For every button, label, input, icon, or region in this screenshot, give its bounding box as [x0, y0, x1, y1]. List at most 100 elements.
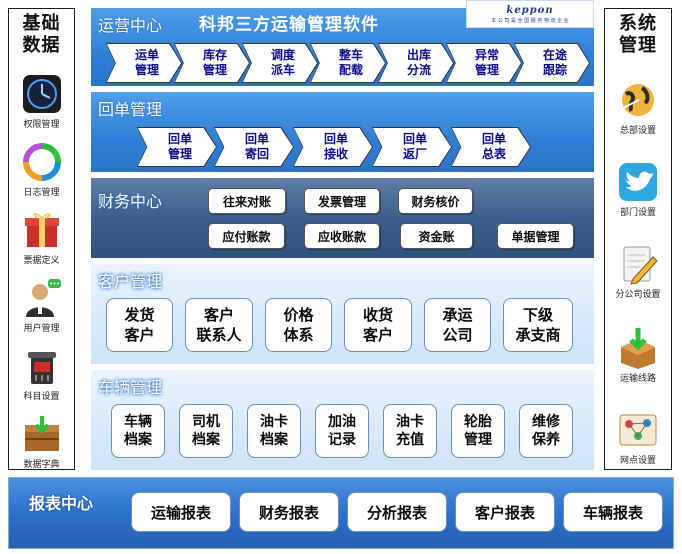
- finance-invoice-button[interactable]: 发票管理: [304, 188, 380, 214]
- ops-full-load-label: 整车配载: [311, 44, 385, 82]
- refuel-record-button[interactable]: 加油记录: [315, 404, 369, 458]
- logo-text: keppon: [506, 5, 554, 16]
- ops-waybill-management[interactable]: 运单管理: [106, 43, 182, 83]
- receipt-manage-label: 回单管理: [138, 128, 216, 166]
- document-pencil-icon: [617, 243, 659, 285]
- finance-documents-button[interactable]: 单据管理: [497, 223, 574, 249]
- customer-report-button[interactable]: 客户报表: [455, 492, 555, 532]
- refuel-record-line1: 加油: [328, 414, 356, 430]
- receipt-management-title: 回单管理: [98, 100, 163, 119]
- ops-dispatch[interactable]: 调度派车: [242, 43, 318, 83]
- customer-shipper-button[interactable]: 发货客户: [106, 298, 173, 352]
- basic-data-title-line1: 基础: [22, 13, 61, 34]
- customer-contact-button[interactable]: 客户联系人: [185, 298, 253, 352]
- sidebar-item-department[interactable]: 部门设置: [605, 161, 671, 218]
- ops-in-transit-line1: 在途: [542, 48, 567, 62]
- receipt-summary-line2: 总表: [481, 147, 506, 161]
- ops-inventory-line2: 管理: [202, 63, 227, 77]
- sidebar-item-subject[interactable]: 科目设置: [9, 345, 74, 402]
- tire-management-line2: 管理: [464, 432, 492, 448]
- system-management-title-line2: 管理: [619, 35, 657, 56]
- sidebar-item-branch[interactable]: 分公司设置: [605, 243, 671, 300]
- receipt-summary[interactable]: 回单总表: [451, 127, 531, 167]
- customer-pricing-button[interactable]: 价格体系: [265, 298, 332, 352]
- ops-outbound-line2: 分流: [406, 63, 431, 77]
- ops-dispatch-label: 调度派车: [243, 44, 317, 82]
- customer-subcontractor-line1: 下级: [522, 306, 553, 324]
- transport-report-button[interactable]: 运输报表: [131, 492, 231, 532]
- receipt-return-factory-line1: 回单: [402, 132, 427, 146]
- sidebar-item-headquarters[interactable]: 总部设置: [605, 79, 671, 136]
- ops-outbound-label: 出库分流: [379, 44, 453, 82]
- ops-outbound[interactable]: 出库分流: [378, 43, 454, 83]
- vehicle-report-button[interactable]: 车辆报表: [563, 492, 663, 532]
- sidebar-item-user[interactable]: 用户管理: [9, 277, 74, 334]
- finance-reconciliation-button[interactable]: 往来对账: [208, 188, 286, 214]
- ops-inventory-management[interactable]: 库存管理: [174, 43, 250, 83]
- customer-carrier-button[interactable]: 承运公司: [424, 298, 491, 352]
- sidebar-item-permission[interactable]: 权限管理: [9, 73, 74, 130]
- finance-payables-button[interactable]: 应付账款: [208, 223, 285, 249]
- sidebar-label-ticket: 票据定义: [23, 256, 60, 266]
- receipt-receive-label: 回单接收: [294, 128, 372, 166]
- keppon-logo: keppon 本 公 司 是 全 国 服 务 物 流 企 业: [466, 0, 594, 28]
- customer-subcontractor-line2: 承支商: [515, 326, 561, 344]
- box-arrow-icon: [617, 327, 659, 369]
- gift-box-icon: [21, 209, 63, 251]
- fuel-card-archive-button[interactable]: 油卡档案: [247, 404, 301, 458]
- ops-exception-line2: 管理: [474, 63, 499, 77]
- receipt-receive-line2: 接收: [323, 147, 348, 161]
- sidebar-label-user: 用户管理: [23, 324, 60, 334]
- customer-consignee-line1: 收货: [362, 306, 393, 324]
- vehicle-archive-button[interactable]: 车辆档案: [111, 404, 165, 458]
- tire-management-line1: 轮胎: [464, 414, 492, 430]
- report-center-title: 报表中心: [29, 494, 94, 513]
- sidebar-item-ticket[interactable]: 票据定义: [9, 209, 74, 266]
- ops-full-load[interactable]: 整车配载: [310, 43, 386, 83]
- sidebar-item-dictionary[interactable]: 数据字典: [9, 413, 74, 470]
- app-title: 科邦三方运输管理软件: [199, 15, 379, 35]
- tire-management-button[interactable]: 轮胎管理: [451, 404, 505, 458]
- maintenance-button[interactable]: 维修保养: [519, 404, 573, 458]
- receipt-summary-line1: 回单: [481, 132, 506, 146]
- customer-pricing-line1: 价格: [283, 306, 314, 324]
- basic-data-sidebar: 基础 数据 权限管理 日志管理 票据定义 用户管理 科目设置: [8, 8, 75, 470]
- finance-funds-button[interactable]: 资金账: [400, 223, 473, 249]
- ops-in-transit-line2: 跟踪: [542, 63, 567, 77]
- fuel-card-recharge-line2: 充值: [396, 432, 424, 448]
- fuel-card-archive-line2: 档案: [260, 432, 288, 448]
- vehicle-archive-line1: 车辆: [124, 414, 152, 430]
- maintenance-line1: 维修: [532, 414, 560, 430]
- sidebar-item-route[interactable]: 运输线路: [605, 327, 671, 384]
- receipt-receive-line1: 回单: [323, 132, 348, 146]
- fuel-card-archive-line1: 油卡: [260, 414, 288, 430]
- fuel-card-recharge-button[interactable]: 油卡充值: [383, 404, 437, 458]
- logo-subtext: 本 公 司 是 全 国 服 务 物 流 企 业: [491, 18, 569, 24]
- clock-icon: [21, 73, 63, 115]
- bird-icon: [617, 161, 659, 203]
- receipt-send-back[interactable]: 回单寄回: [214, 127, 294, 167]
- customer-subcontractor-button[interactable]: 下级承支商: [503, 298, 573, 352]
- ops-full-load-line1: 整车: [338, 48, 363, 62]
- trash-bin-icon: [21, 345, 63, 387]
- receipt-receive[interactable]: 回单接收: [293, 127, 373, 167]
- ops-in-transit-tracking[interactable]: 在途跟踪: [514, 43, 590, 83]
- sidebar-item-outlet[interactable]: 网点设置: [605, 409, 671, 466]
- driver-archive-button[interactable]: 司机档案: [179, 404, 233, 458]
- customer-consignee-button[interactable]: 收货客户: [344, 298, 412, 352]
- finance-report-button[interactable]: 财务报表: [239, 492, 339, 532]
- receipt-return-factory[interactable]: 回单返厂: [372, 127, 452, 167]
- ops-exception[interactable]: 异常管理: [446, 43, 522, 83]
- maintenance-line2: 保养: [532, 432, 560, 448]
- ops-waybill-line1: 运单: [134, 48, 159, 62]
- receipt-manage[interactable]: 回单管理: [137, 127, 217, 167]
- fuel-card-recharge-line1: 油卡: [396, 414, 424, 430]
- vehicle-management-title: 车辆管理: [98, 378, 163, 397]
- finance-receivables-button[interactable]: 应收账款: [304, 223, 380, 249]
- finance-pricing-button[interactable]: 财务核价: [398, 188, 473, 214]
- sidebar-item-log[interactable]: 日志管理: [9, 141, 74, 198]
- ops-waybill-label: 运单管理: [107, 44, 181, 82]
- vehicle-archive-line2: 档案: [124, 432, 152, 448]
- analysis-report-button[interactable]: 分析报表: [347, 492, 447, 532]
- customer-carrier-line2: 公司: [442, 326, 473, 344]
